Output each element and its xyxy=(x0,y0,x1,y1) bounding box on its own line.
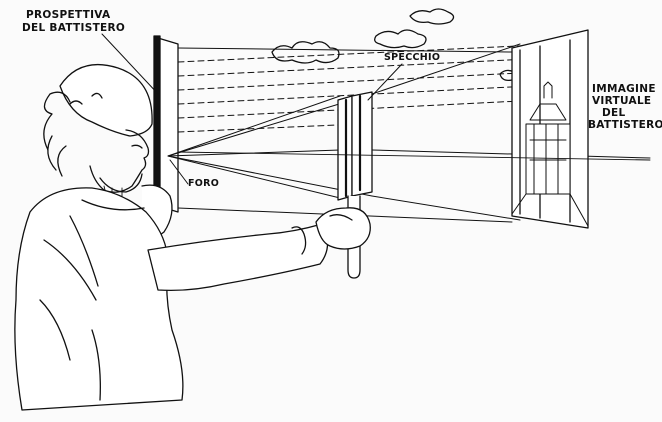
label-immagine-line2: VIRTUALE xyxy=(592,95,651,107)
label-specchio: SPECCHIO xyxy=(384,52,440,64)
mirror xyxy=(338,92,372,278)
man-figure xyxy=(15,65,370,410)
label-prospettiva-line2: DEL BATTISTERO xyxy=(22,22,125,34)
cloud-2 xyxy=(375,30,426,48)
perspective-panel xyxy=(154,36,178,212)
label-immagine-line3: DEL xyxy=(602,107,625,119)
label-immagine-line1: IMMAGINE xyxy=(592,83,656,95)
label-foro: FORO xyxy=(188,178,219,190)
label-immagine-line4: BATTISTERO xyxy=(588,119,662,131)
cloud-3 xyxy=(410,9,454,24)
cloud-1 xyxy=(272,42,339,63)
label-prospettiva-line1: PROSPETTIVA xyxy=(26,9,110,21)
specchio-leader xyxy=(368,64,402,100)
